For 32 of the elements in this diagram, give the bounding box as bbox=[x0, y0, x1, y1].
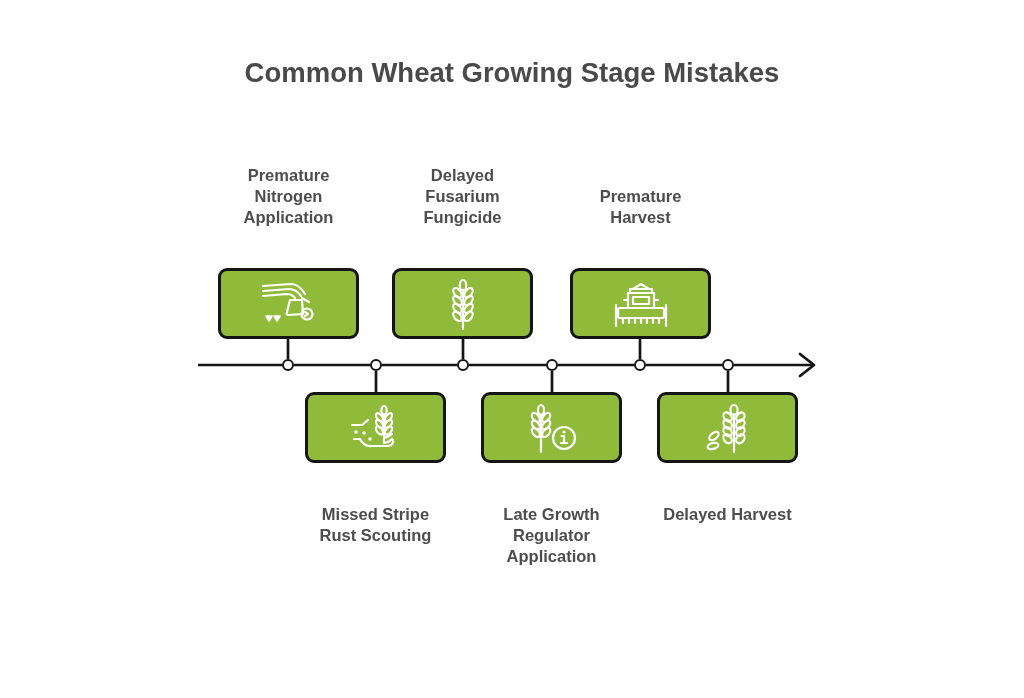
stage-card bbox=[481, 392, 622, 463]
connector-line bbox=[638, 339, 642, 359]
timeline-dot bbox=[722, 359, 734, 371]
stage-label: Missed Stripe Rust Scouting bbox=[318, 504, 433, 546]
connector-line bbox=[286, 339, 290, 359]
connector-line bbox=[374, 371, 378, 392]
timeline-line bbox=[382, 363, 457, 367]
connector-line bbox=[550, 371, 554, 392]
timeline-dot bbox=[370, 359, 382, 371]
timeline-line bbox=[294, 363, 370, 367]
stage-label: Premature Harvest bbox=[598, 186, 683, 228]
diagram-title: Common Wheat Growing Stage Mistakes bbox=[244, 57, 780, 89]
timeline-dot bbox=[282, 359, 294, 371]
connector-line bbox=[726, 371, 730, 392]
timeline-line bbox=[198, 363, 282, 367]
timeline-dot bbox=[546, 359, 558, 371]
stage-card bbox=[657, 392, 798, 463]
timeline-line bbox=[646, 363, 722, 367]
stage-label: Delayed Fusarium Fungicide bbox=[422, 165, 503, 228]
stage-label: Late Growth Regulator Application bbox=[502, 504, 601, 567]
stage-card bbox=[392, 268, 533, 339]
stage-label: Delayed Harvest bbox=[662, 504, 793, 525]
stage-card bbox=[570, 268, 711, 339]
timeline-line bbox=[734, 352, 816, 378]
timeline-dot bbox=[457, 359, 469, 371]
timeline-line bbox=[558, 363, 634, 367]
stage-card bbox=[218, 268, 359, 339]
stage-card bbox=[305, 392, 446, 463]
timeline-line bbox=[469, 363, 546, 367]
stage-label: Premature Nitrogen Application bbox=[242, 165, 335, 228]
connector-line bbox=[461, 339, 465, 359]
timeline-dot bbox=[634, 359, 646, 371]
